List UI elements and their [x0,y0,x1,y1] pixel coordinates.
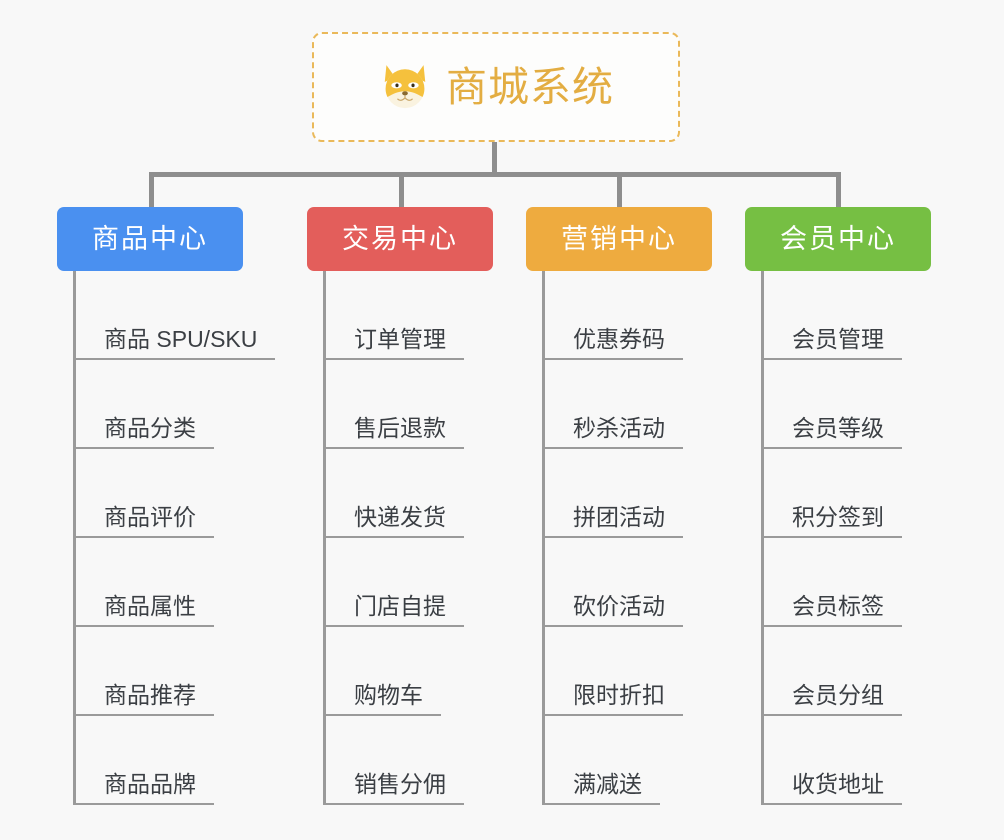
leaf-item[interactable]: 会员管理 [764,271,991,360]
leaf-item[interactable]: 购物车 [326,627,553,716]
connector-drop-3 [617,172,622,208]
leaf-item[interactable]: 售后退款 [326,360,553,449]
leaf-item[interactable]: 订单管理 [326,271,553,360]
leaf-item[interactable]: 会员等级 [764,360,991,449]
connector-drop-4 [836,172,841,208]
leaf-label: 会员管理 [764,326,902,360]
leaf-item[interactable]: 优惠券码 [545,271,772,360]
leaf-label: 售后退款 [326,415,464,449]
root-node[interactable]: 商城系统 [312,32,680,142]
connector-drop-1 [149,172,154,208]
leaf-label: 积分签到 [764,504,902,538]
category-label: 营销中心 [561,223,677,254]
category-label: 商品中心 [92,223,208,254]
shiba-dog-face-icon [384,65,426,109]
root-title: 商城系统 [446,63,614,110]
category-label: 会员中心 [780,223,896,254]
leaf-label: 门店自提 [326,593,464,627]
leaf-label: 商品属性 [76,593,214,627]
leaf-item[interactable]: 商品 SPU/SKU [76,271,303,360]
leaf-label: 商品评价 [76,504,214,538]
leaf-label: 收货地址 [764,771,902,805]
leaf-item[interactable]: 门店自提 [326,538,553,627]
leaf-item[interactable]: 秒杀活动 [545,360,772,449]
leaf-label: 秒杀活动 [545,415,683,449]
category-label: 交易中心 [342,223,458,254]
leaf-item[interactable]: 商品属性 [76,538,303,627]
leaf-item[interactable]: 商品评价 [76,449,303,538]
leaf-label: 会员等级 [764,415,902,449]
category-box-trade[interactable]: 交易中心 [307,207,493,271]
category-box-product[interactable]: 商品中心 [57,207,243,271]
branch-trade: 订单管理 售后退款 快递发货 门店自提 购物车 销售分佣 [323,271,553,805]
leaf-item[interactable]: 商品品牌 [76,716,303,805]
leaf-item[interactable]: 商品分类 [76,360,303,449]
leaf-item[interactable]: 商品推荐 [76,627,303,716]
branch-marketing: 优惠券码 秒杀活动 拼团活动 砍价活动 限时折扣 满减送 [542,271,772,805]
leaf-item[interactable]: 砍价活动 [545,538,772,627]
leaf-label: 商品 SPU/SKU [76,326,276,360]
leaf-label: 商品分类 [76,415,214,449]
leaf-label: 商品推荐 [76,682,214,716]
leaf-item[interactable]: 快递发货 [326,449,553,538]
connector-stem [492,142,497,175]
leaf-item[interactable]: 限时折扣 [545,627,772,716]
leaf-label: 销售分佣 [326,771,464,805]
leaf-label: 商品品牌 [76,771,214,805]
leaf-label: 限时折扣 [545,682,683,716]
leaf-item[interactable]: 销售分佣 [326,716,553,805]
leaf-item[interactable]: 拼团活动 [545,449,772,538]
leaf-item[interactable]: 会员标签 [764,538,991,627]
leaf-label: 购物车 [326,682,441,716]
leaf-label: 优惠券码 [545,326,683,360]
category-box-marketing[interactable]: 营销中心 [526,207,712,271]
leaf-label: 拼团活动 [545,504,683,538]
leaf-label: 满减送 [545,771,660,805]
category-box-member[interactable]: 会员中心 [745,207,931,271]
leaf-item[interactable]: 会员分组 [764,627,991,716]
connector-bus [149,172,841,177]
leaf-label: 订单管理 [326,326,464,360]
connector-drop-2 [399,172,404,208]
leaf-item[interactable]: 积分签到 [764,449,991,538]
leaf-item[interactable]: 收货地址 [764,716,991,805]
branch-product: 商品 SPU/SKU 商品分类 商品评价 商品属性 商品推荐 商品品牌 [73,271,303,805]
branch-member: 会员管理 会员等级 积分签到 会员标签 会员分组 收货地址 [761,271,991,805]
leaf-item[interactable]: 满减送 [545,716,772,805]
leaf-label: 会员标签 [764,593,902,627]
leaf-label: 砍价活动 [545,593,683,627]
leaf-label: 快递发货 [326,504,464,538]
leaf-label: 会员分组 [764,682,902,716]
